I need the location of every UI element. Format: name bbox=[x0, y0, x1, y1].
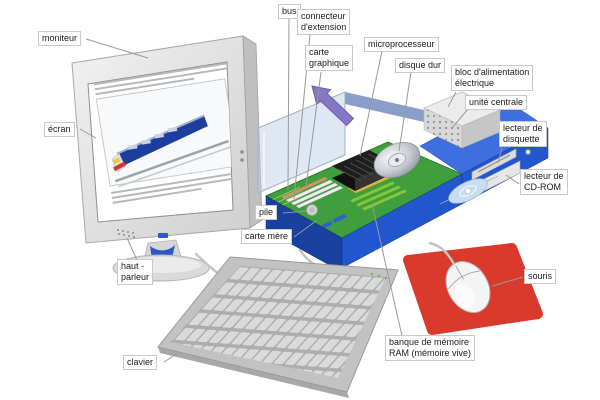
leader-unite-centrale bbox=[451, 108, 469, 129]
monitor-buttons bbox=[240, 150, 244, 162]
leader-disque-dur bbox=[398, 71, 412, 152]
case-rear-wall bbox=[345, 92, 424, 122]
ram-modules bbox=[349, 180, 408, 212]
monitor-side-edge bbox=[242, 35, 263, 229]
label-souris: souris bbox=[524, 269, 557, 284]
label-pile: pile bbox=[255, 205, 278, 220]
hard-disk bbox=[373, 142, 421, 178]
leader-carte-graphique bbox=[305, 71, 322, 188]
label-moniteur: moniteur bbox=[38, 31, 82, 46]
leader-souris bbox=[491, 276, 524, 287]
label-bloc-alimentation: bloc d'alimentation électrique bbox=[451, 65, 534, 91]
mouse-cable bbox=[428, 241, 456, 266]
label-lecteur-cdrom: lecteur de CD-ROM bbox=[520, 169, 568, 195]
floppy-drive bbox=[471, 148, 517, 181]
label-haut-parleur: haut - parleur bbox=[117, 259, 154, 285]
label-carte-mere: carte mère bbox=[241, 229, 293, 244]
monitor-logo bbox=[158, 233, 168, 238]
label-unite-centrale: unité centrale bbox=[465, 95, 528, 110]
label-microprocesseur: microprocesseur bbox=[364, 37, 439, 52]
label-banque-ram: banque de mémoire RAM (mémoire vive) bbox=[385, 335, 476, 361]
leader-lecteur-cdrom bbox=[505, 174, 520, 185]
train-body bbox=[117, 116, 208, 166]
cdrom-drive bbox=[439, 160, 521, 205]
leader-carte-mere bbox=[293, 220, 317, 238]
leader-banque-ram bbox=[371, 203, 403, 337]
clear-panel bbox=[257, 91, 346, 194]
leader-moniteur bbox=[85, 38, 149, 59]
label-connecteur-extension: connecteur d'extension bbox=[297, 9, 351, 35]
leader-ecran bbox=[79, 128, 97, 139]
label-lecteur-disquette: lecteur de disquette bbox=[499, 121, 547, 147]
keyboard-keys bbox=[170, 266, 386, 378]
power-button bbox=[525, 149, 531, 155]
leader-microprocesseur bbox=[359, 50, 383, 157]
leader-bloc-alimentation bbox=[447, 91, 457, 108]
leader-lecteur-disquette bbox=[497, 147, 503, 164]
leader-clavier bbox=[163, 352, 179, 363]
mouse-illustration bbox=[428, 241, 491, 313]
computer-case bbox=[257, 91, 549, 273]
label-disque-dur: disque dur bbox=[395, 58, 446, 73]
label-carte-graphique: carte graphique bbox=[305, 45, 354, 71]
graphics-card bbox=[280, 176, 329, 200]
screen-content bbox=[92, 62, 233, 204]
keyboard-illustration bbox=[157, 256, 399, 398]
label-clavier: clavier bbox=[123, 355, 158, 370]
leader-lines bbox=[79, 16, 524, 363]
leader-haut-parleur bbox=[126, 237, 138, 261]
leader-bus bbox=[287, 16, 290, 191]
monitor-illustration bbox=[71, 35, 263, 282]
power-supply bbox=[423, 91, 501, 149]
expansion-slots bbox=[280, 176, 344, 209]
leader-pile bbox=[282, 210, 308, 214]
label-ecran: écran bbox=[44, 122, 75, 137]
cd-disc bbox=[448, 178, 488, 204]
keyboard-leds bbox=[370, 272, 388, 280]
speaker-grille bbox=[117, 229, 135, 238]
battery bbox=[306, 204, 318, 216]
